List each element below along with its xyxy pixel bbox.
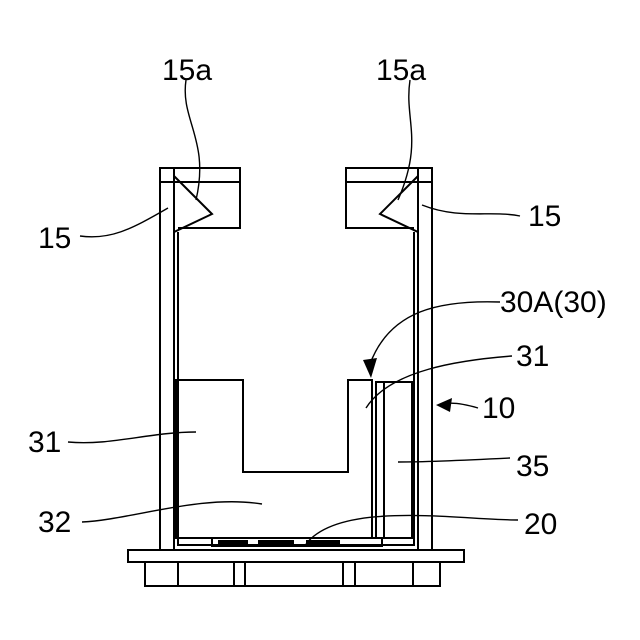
leader-15-right — [422, 205, 520, 216]
label-35: 35 — [516, 450, 549, 483]
block-35 — [376, 382, 412, 538]
leader-15-left — [80, 208, 168, 237]
label-10: 10 — [482, 392, 515, 425]
label-31-right: 31 — [516, 340, 549, 373]
inner-liner — [178, 232, 414, 545]
right-tip-15a — [380, 176, 418, 232]
label-31-left: 31 — [28, 426, 61, 459]
label-20: 20 — [524, 508, 557, 541]
leader-32 — [82, 502, 262, 522]
label-15a-left: 15a — [162, 54, 212, 87]
right-wall — [346, 168, 432, 550]
label-15a-right: 15a — [376, 54, 426, 87]
label-15-left: 15 — [38, 222, 71, 255]
arrow-30a — [363, 358, 377, 378]
label-15-right: 15 — [528, 200, 561, 233]
resin-body — [176, 380, 372, 538]
label-32: 32 — [38, 506, 71, 539]
left-wall — [160, 168, 240, 550]
left-tip-15a — [174, 176, 212, 232]
leader-30a — [370, 302, 500, 364]
label-30a: 30A(30) — [500, 286, 607, 319]
base-flange — [128, 550, 464, 586]
arrow-10 — [436, 398, 452, 412]
